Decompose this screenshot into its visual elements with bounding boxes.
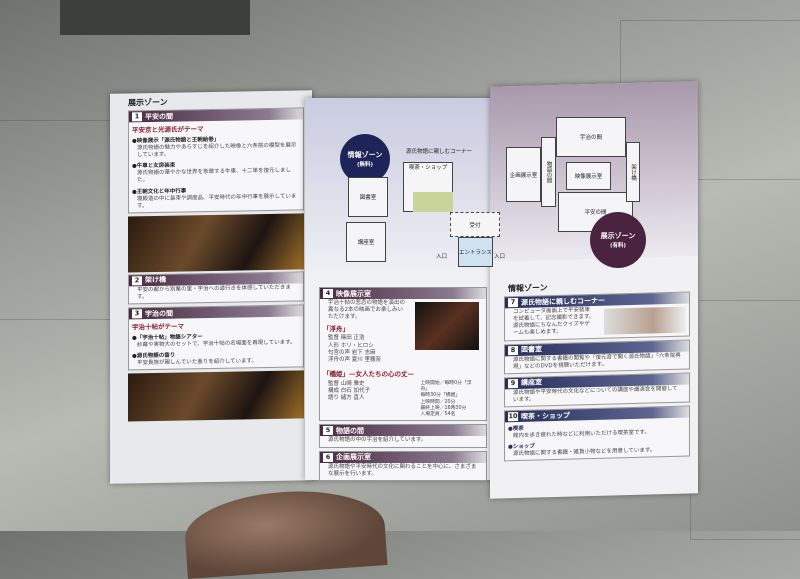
hand-holding-brochure xyxy=(182,485,388,579)
map-reception: 受付 xyxy=(450,212,500,237)
section-title: 企画展示室 xyxy=(336,453,371,462)
map-film-room: 映像展示室 xyxy=(566,162,611,190)
map-library: 図書室 xyxy=(348,177,388,217)
section-title: 図書室 xyxy=(521,345,542,354)
section-number: 1 xyxy=(132,112,142,122)
map-courtyard xyxy=(413,192,453,212)
map-uji-room: 宇治の間 xyxy=(556,117,626,157)
section-number: 6 xyxy=(323,452,333,462)
exhibit-photo xyxy=(128,370,304,422)
map-entrance: エントランス xyxy=(458,237,493,267)
section-number: 2 xyxy=(132,276,142,286)
section-number: 7 xyxy=(508,297,518,308)
map-story-room: 物語の間 xyxy=(541,137,556,207)
film-credits: 監督 篠田 正浩人形 ホリ・ヒロシ匂宮の声 岩下 志麻浮舟の声 夏川 里穂奈 xyxy=(328,335,382,363)
map-entry-right: 入口 xyxy=(494,254,506,260)
section-number: 8 xyxy=(508,345,518,355)
item-text: 平安貴族が親しんでいた香りを紹介しています。 xyxy=(137,358,258,367)
section-text: 源氏物語に関する書籍の閲覧や「復元音で聞く源氏物語」「六条院再現」などのDVDを… xyxy=(513,352,681,370)
item-text: 紗幕や実物大のセットで、宇治十帖の名場面を再現しています。 xyxy=(137,339,296,349)
map-special-exhibit: 企画展示室 xyxy=(506,147,541,202)
exhibit-photo xyxy=(128,213,304,273)
item-text: 源氏物語の華やかな世界を象徴する牛車、十二単を復元しました。 xyxy=(137,167,292,184)
section-number: 10 xyxy=(508,412,518,422)
film-subtitle: —女人たちの心の丈— xyxy=(349,369,414,378)
zone-title: 展示ゾーン xyxy=(128,97,168,108)
section-title: 平安の間 xyxy=(145,112,173,121)
film-title: 「橋姫」 xyxy=(323,369,349,378)
section-title: 講座室 xyxy=(521,378,542,388)
section-subtitle: 宇治十帖がテーマ xyxy=(132,322,184,332)
section-number: 5 xyxy=(323,426,333,436)
section-text: 平安の都から別業の里・宇治への道行きを体感していただきます。 xyxy=(137,284,291,301)
section-number: 3 xyxy=(132,309,142,319)
film-room-photo xyxy=(415,302,479,350)
section-text: 宇治十帖の悲恋の物語を演出の異なる2本の映画でお楽しみいただけます。 xyxy=(328,300,406,321)
doorway xyxy=(60,0,250,35)
section-text: 源氏物語や平安時代の文化などについての講座や講演会を開催しています。 xyxy=(513,385,678,404)
section-text: 源氏物語や平安時代の文化に関わることを中心に、さまざまな展示を行います。 xyxy=(328,463,477,477)
section-title: 宇治の間 xyxy=(145,309,173,318)
info-zone-badge: 情報ゾーン(無料) xyxy=(340,134,390,184)
section-text: 源氏物語の中の宇治を紹介しています。 xyxy=(328,437,427,444)
film-title: 「浮舟」 xyxy=(323,325,349,334)
section-title: 喫茶・ショップ xyxy=(521,411,570,421)
floor-tile xyxy=(690,300,800,540)
section-text: コンピュータ画面上で平安装束を試着して、記念撮影できます。源氏物語にちなんだクイ… xyxy=(513,307,595,337)
film-credits: 監督 山崎 雅史構成 白石 加代子語り 緒方 直人 xyxy=(328,380,371,402)
section-number: 9 xyxy=(508,378,518,389)
section-number: 4 xyxy=(323,289,333,298)
section-title: 架け橋 xyxy=(145,276,166,285)
section-title: 映像展示室 xyxy=(336,289,371,298)
map-lecture: 講座室 xyxy=(346,222,386,262)
corner-photo xyxy=(604,306,686,335)
screening-info: 上映開始／毎時0分「浮舟」毎時30分「橋姫」上映時間／20分最終上映／16時30… xyxy=(420,380,472,418)
section-title: 物語の間 xyxy=(336,426,364,435)
exhibit-zone-badge: 展示ゾーン(有料) xyxy=(590,212,646,268)
map-bridge: 架け橋 xyxy=(626,142,640,202)
map-entry-left: 入口 xyxy=(436,254,448,260)
map-genji-corner-label: 源氏物語に親しむコーナー xyxy=(406,149,473,155)
item-text: 源氏物語の魅力やあらすじを紹介した映像と六条院の模型を展示しています。 xyxy=(137,142,297,159)
item-text: 寝殿造の中に装束や調度品、平安時代の年中行事を展示しています。 xyxy=(137,193,297,209)
section-subtitle: 平安京と光源氏がテーマ xyxy=(132,125,204,135)
floor-map: 情報ゾーン(無料) 図書室 喫茶・ショップ 源氏物語に親しむコーナー 講座室 受… xyxy=(318,112,683,282)
